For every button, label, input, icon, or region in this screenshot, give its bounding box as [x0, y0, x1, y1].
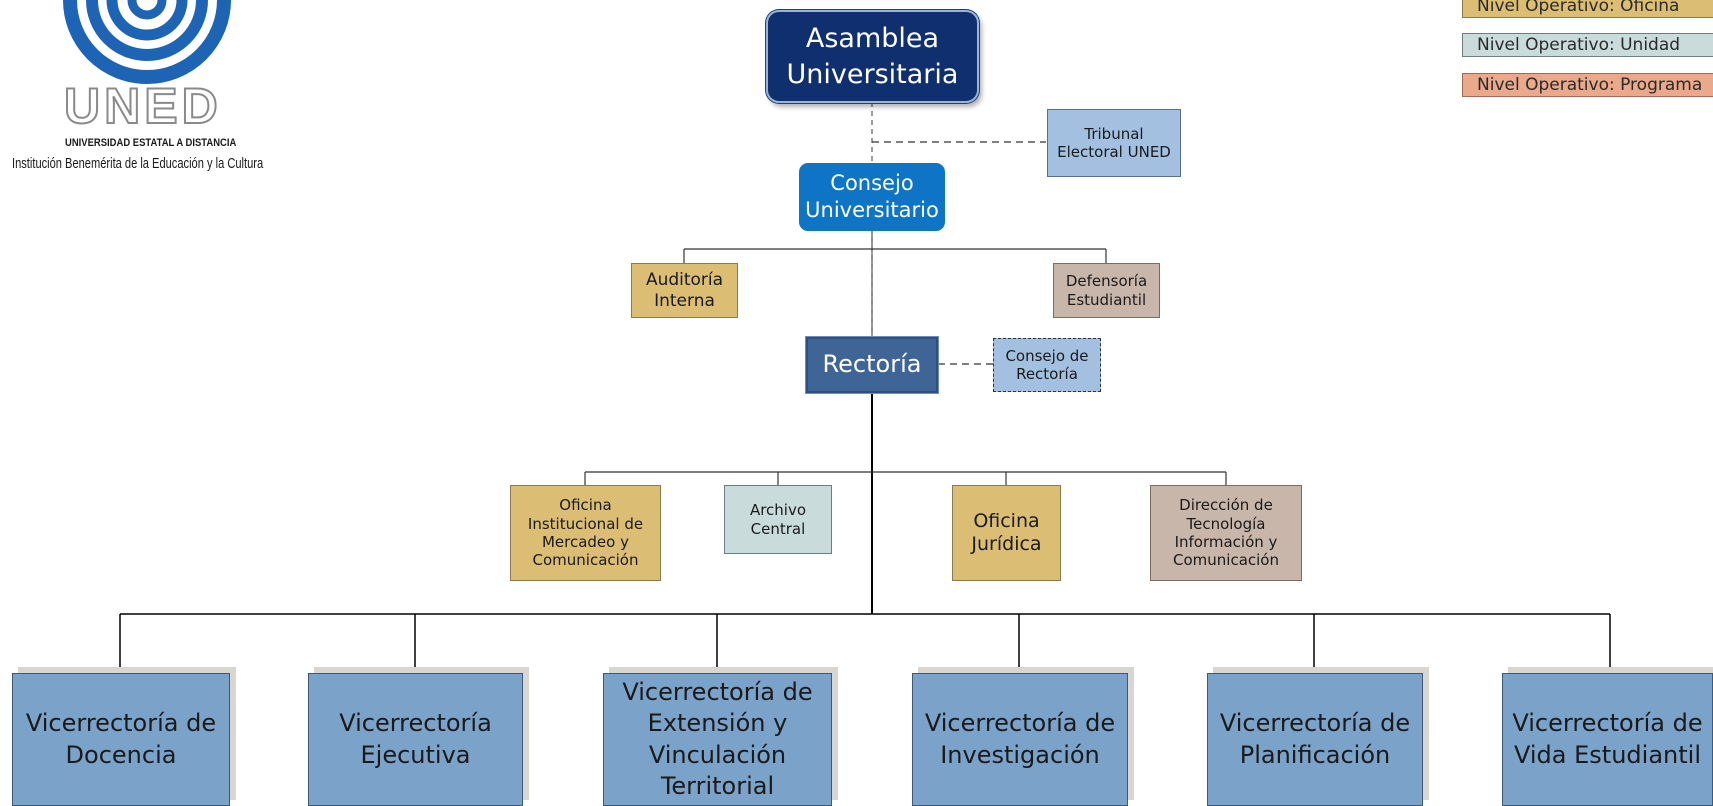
node-vicerrectoria-docencia: Vicerrectoría de Docencia	[12, 673, 230, 806]
node-vicerrectoria-vida-estudiantil: Vicerrectoría de Vida Estudiantil	[1502, 673, 1713, 806]
node-asamblea-universitaria: Asamblea Universitaria	[766, 10, 979, 103]
university-tagline: Institución Benemérita de la Educación y…	[12, 155, 264, 172]
node-auditoria-interna: Auditoría Interna	[631, 263, 738, 318]
node-tribunal-electoral: Tribunal Electoral UNED	[1047, 109, 1181, 177]
node-oficina-juridica: Oficina Jurídica	[952, 485, 1061, 581]
node-vicerrectoria-ejecutiva: Vicerrectoría Ejecutiva	[308, 673, 523, 806]
legend-unidad: Nivel Operativo: Unidad	[1462, 33, 1713, 57]
node-vicerrectoria-investigacion: Vicerrectoría de Investigación	[912, 673, 1128, 806]
node-consejo-de-rectoria: Consejo de Rectoría	[993, 338, 1101, 392]
university-name: UNIVERSIDAD ESTATAL A DISTANCIA	[65, 137, 237, 149]
node-rectoria: Rectoría	[805, 336, 939, 394]
legend-oficina: Nivel Operativo: Oficina	[1462, 0, 1713, 18]
node-vicerrectoria-extension: Vicerrectoría de Extensión y Vinculación…	[603, 673, 832, 806]
node-archivo-central: Archivo Central	[724, 485, 832, 554]
node-consejo-universitario: Consejo Universitario	[799, 163, 945, 231]
legend-programa: Nivel Operativo: Programa	[1462, 73, 1713, 97]
uned-spiral-logo-icon	[63, 0, 231, 84]
node-defensoria-estudiantil: Defensoría Estudiantil	[1053, 263, 1160, 318]
node-oficina-mercadeo: Oficina Institucional de Mercadeo y Comu…	[510, 485, 661, 581]
node-vicerrectoria-planificacion: Vicerrectoría de Planificación	[1207, 673, 1423, 806]
node-direccion-tecnologia: Dirección de Tecnología Información y Co…	[1150, 485, 1302, 581]
uned-acronym: UNED	[63, 78, 222, 134]
